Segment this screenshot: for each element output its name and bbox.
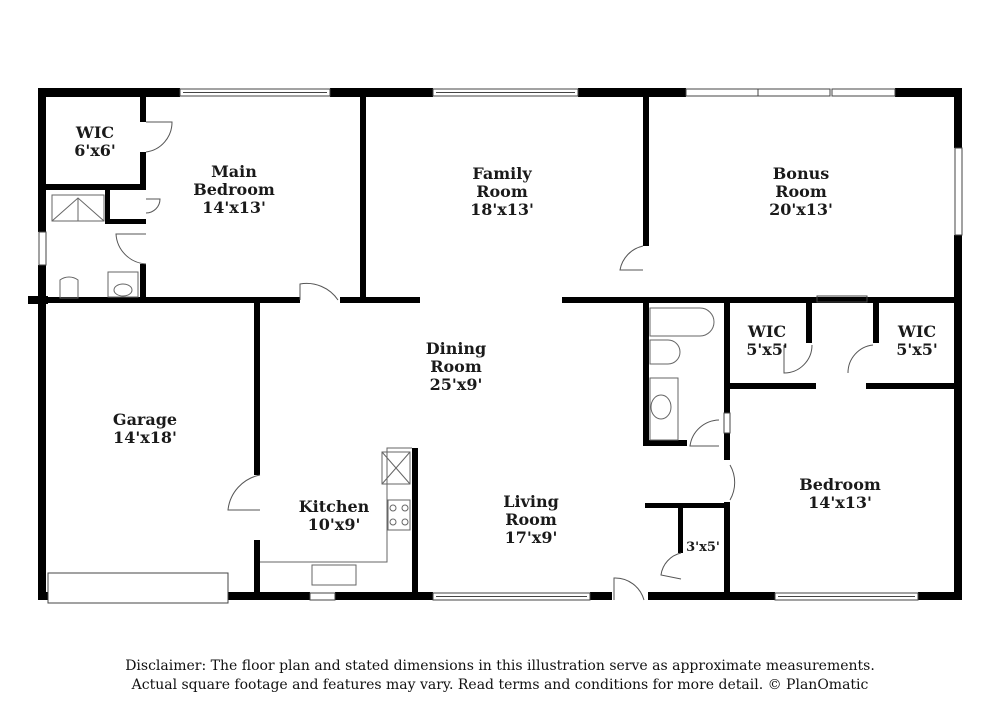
walls bbox=[28, 88, 962, 600]
room-name: Garage bbox=[112, 410, 178, 429]
room-label-dining-room: Dining Room 25'x9' bbox=[426, 340, 486, 394]
room-size: 3'x5' bbox=[686, 540, 720, 555]
disclaimer-line-1: Disclaimer: The floor plan and stated di… bbox=[125, 658, 875, 674]
room-name: Bonus bbox=[772, 164, 830, 183]
room-name: Bedroom bbox=[799, 475, 881, 494]
room-name: Bedroom bbox=[193, 180, 275, 199]
room-label-kitchen: Kitchen 10'x9' bbox=[299, 498, 370, 534]
toilet-icon bbox=[59, 276, 79, 299]
room-label-bonus-room: Bonus Room 20'x13' bbox=[769, 165, 833, 219]
room-name: WIC bbox=[897, 322, 937, 341]
room-label-bedroom: Bedroom 14'x13' bbox=[799, 476, 881, 512]
fixtures bbox=[51, 194, 715, 586]
room-name: WIC bbox=[75, 123, 115, 142]
fridge-icon bbox=[381, 451, 411, 485]
room-size: 5'x5' bbox=[896, 340, 938, 359]
room-size: 14'x13' bbox=[202, 198, 266, 217]
range-icon bbox=[387, 499, 411, 531]
disclaimer-line-2: Actual square footage and features may v… bbox=[131, 677, 869, 693]
room-name: Room bbox=[430, 357, 482, 376]
room-name: Room bbox=[505, 510, 557, 529]
room-name: Main bbox=[211, 162, 257, 181]
room-name: Family bbox=[472, 164, 532, 183]
room-label-wic-a: WIC 5'x5' bbox=[746, 323, 788, 359]
room-label-wic-main: WIC 6'x6' bbox=[74, 124, 116, 160]
room-size: 14'x13' bbox=[808, 493, 872, 512]
room-size: 6'x6' bbox=[74, 141, 116, 160]
room-size: 25'x9' bbox=[429, 375, 483, 394]
room-name: Room bbox=[775, 182, 827, 201]
room-name: Room bbox=[476, 182, 528, 201]
kitchen-sink-icon bbox=[311, 564, 357, 586]
room-size: 20'x13' bbox=[769, 200, 833, 219]
room-name: Living bbox=[503, 492, 559, 511]
room-size: 18'x13' bbox=[470, 200, 534, 219]
doors bbox=[115, 121, 874, 601]
room-label-wic-b: WIC 5'x5' bbox=[896, 323, 938, 359]
room-name: WIC bbox=[747, 322, 787, 341]
room-label-closet: 3'x5' bbox=[686, 539, 720, 557]
room-label-family-room: Family Room 18'x13' bbox=[470, 165, 534, 219]
room-label-living-room: Living Room 17'x9' bbox=[503, 493, 559, 547]
room-name: Kitchen bbox=[298, 497, 370, 516]
room-label-garage: Garage 14'x18' bbox=[113, 411, 177, 447]
bathtub-icon bbox=[649, 307, 715, 337]
windows bbox=[38, 88, 963, 604]
sink-icon bbox=[650, 394, 672, 420]
room-label-main-bedroom: Main Bedroom 14'x13' bbox=[193, 163, 275, 217]
room-size: 5'x5' bbox=[746, 340, 788, 359]
disclaimer: Disclaimer: The floor plan and stated di… bbox=[0, 657, 1000, 695]
toilet-icon bbox=[649, 339, 681, 365]
room-size: 10'x9' bbox=[307, 515, 361, 534]
room-name: Dining bbox=[425, 339, 487, 358]
sink-icon bbox=[113, 283, 133, 297]
room-size: 17'x9' bbox=[504, 528, 558, 547]
room-size: 14'x18' bbox=[113, 428, 177, 447]
